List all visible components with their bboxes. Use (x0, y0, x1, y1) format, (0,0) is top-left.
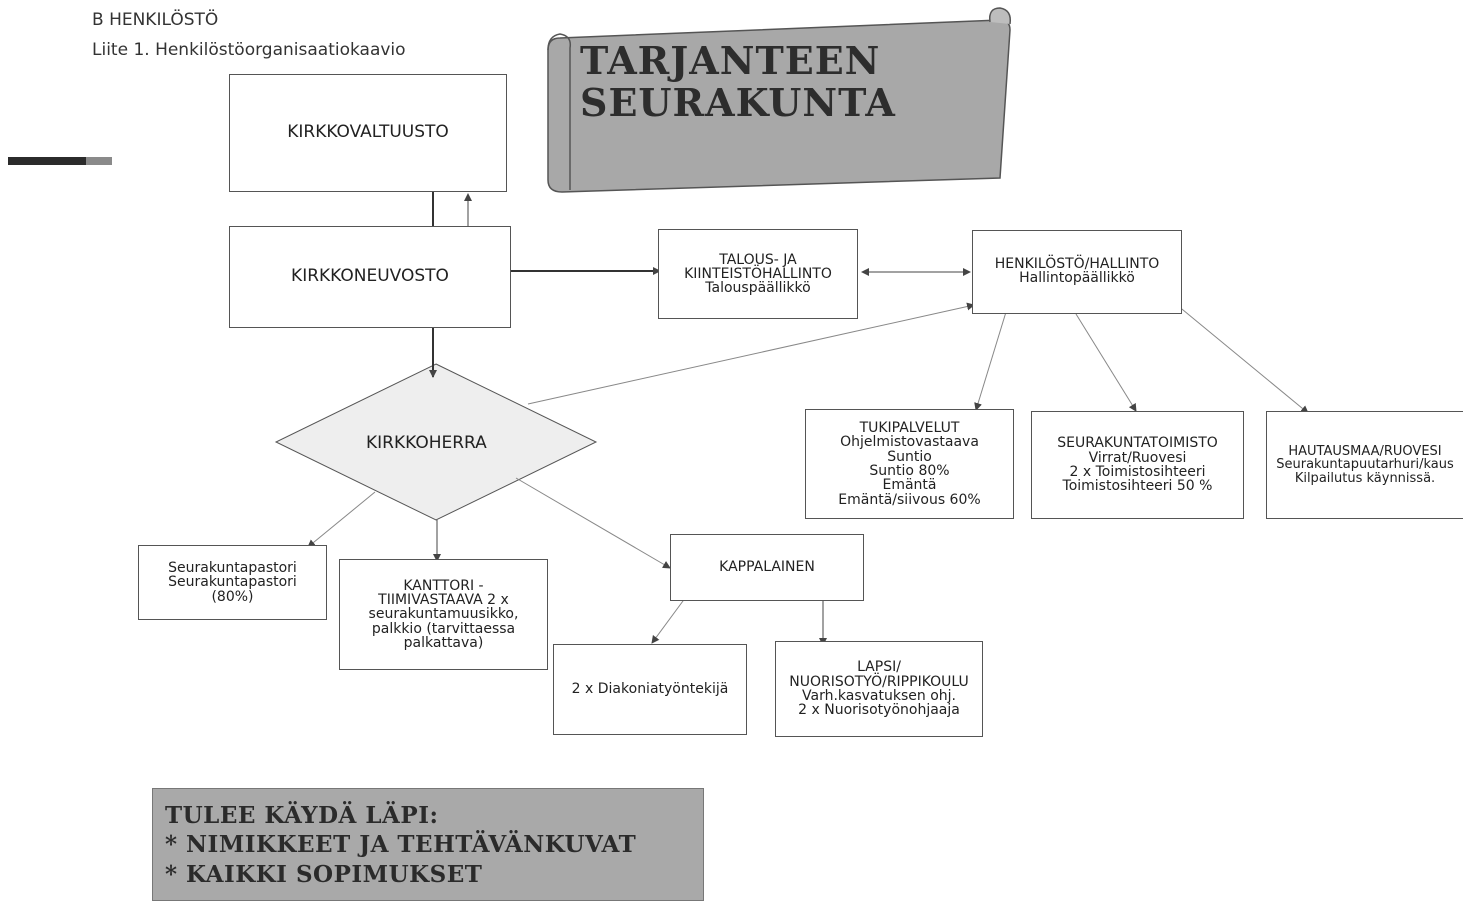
node-kappalainen: KAPPALAINEN (670, 534, 864, 601)
node-label: 2 x Nuorisotyönohjaaja (798, 702, 960, 719)
node-label: Ohjelmistovastaava (840, 434, 979, 451)
node-label: palkattava) (403, 634, 484, 651)
node-label: seurakuntamuusikko, (368, 606, 519, 623)
node-label: Varh.kasvatuksen ohj. (802, 688, 956, 704)
node-tukipalvelut: TUKIPALVELUT Ohjelmistovastaava Suntio S… (805, 409, 1014, 519)
node-label: KANTTORI - (403, 577, 484, 594)
section-heading: B HENKILÖSTÖ (92, 10, 219, 30)
node-label: HAUTAUSMAA/RUOVESI (1288, 444, 1442, 460)
node-label: KAPPALAINEN (719, 559, 815, 576)
node-label: Seurakuntapuutarhuri/kaus (1276, 457, 1454, 473)
node-henkilosto: HENKILÖSTÖ/HALLINTO Hallintopäällikkö (972, 230, 1182, 314)
node-label: Toimistosihteeri 50 % (1062, 478, 1213, 495)
node-label: KIRKKOVALTUUSTO (287, 122, 449, 143)
node-label: Virrat/Ruovesi (1088, 449, 1187, 466)
kirkkoherra-diamond (274, 363, 598, 521)
edge-kirkkoherra-kappalainen (515, 477, 671, 569)
banner-title: TARJANTEEN SEURAKUNTA (580, 40, 896, 124)
notice-line-1: TULEE KÄYDÄ LÄPI: (165, 802, 439, 829)
node-label: TALOUS- JA (719, 251, 797, 268)
banner-line-2: SEURAKUNTA (580, 79, 896, 125)
node-label: Seurakuntapastori (168, 574, 297, 591)
node-seurakuntatoimisto: SEURAKUNTATOIMISTO Virrat/Ruovesi 2 x To… (1031, 411, 1244, 519)
notice-line-2: * NIMIKKEET JA TEHTÄVÄNKUVAT (165, 831, 637, 859)
node-label: (80%) (211, 588, 254, 605)
node-label: Seurakuntapastori (168, 560, 297, 577)
node-label: Talouspäällikkö (705, 280, 811, 297)
node-label: Suntio 80% (869, 463, 950, 479)
node-hautausmaa: HAUTAUSMAA/RUOVESI Seurakuntapuutarhuri/… (1266, 411, 1463, 519)
node-label: Emäntä (882, 477, 937, 494)
edge-henkilosto-tukipalvelut (974, 311, 1007, 411)
kirkkoherra-label: KIRKKOHERRA (366, 433, 487, 453)
node-label: Emäntä/siivous 60% (838, 491, 981, 508)
node-label: Suntio (887, 448, 932, 465)
node-label: TUKIPALVELUT (859, 420, 960, 437)
node-label: HENKILÖSTÖ/HALLINTO (994, 256, 1160, 272)
node-lapsi-nuorisotyo: LAPSI/ NUORISOTYÖ/RIPPIKOULU Varh.kasvat… (775, 641, 983, 737)
node-kirkkoneuvosto: KIRKKONEUVOSTO (229, 226, 511, 328)
node-label: TIIMIVASTAAVA 2 x (378, 592, 509, 609)
edge-henkilosto-toimisto (1075, 313, 1137, 412)
banner-scroll (547, 7, 1012, 193)
node-label: palkkio (tarvittaessa (371, 620, 516, 637)
review-notice: TULEE KÄYDÄ LÄPI: * NIMIKKEET JA TEHTÄVÄ… (152, 788, 704, 901)
edge-henkilosto-hautausmaa (1159, 290, 1309, 414)
node-label: KIINTEISTÖHALLINTO (684, 265, 832, 282)
node-label: KIRKKONEUVOSTO (291, 266, 449, 287)
node-kanttori: KANTTORI - TIIMIVASTAAVA 2 x seurakuntam… (339, 559, 548, 670)
node-label: SEURAKUNTATOIMISTO (1057, 435, 1218, 452)
node-seurakuntapastori: Seurakuntapastori Seurakuntapastori (80%… (138, 545, 327, 620)
banner-line-1: TARJANTEEN (580, 38, 881, 83)
decorative-bar (8, 157, 112, 165)
edge-kirkkoherra-henkilosto (527, 302, 975, 405)
node-label: NUORISOTYÖ/RIPPIKOULU (789, 673, 969, 690)
node-diakonia: 2 x Diakoniatyöntekijä (553, 644, 747, 735)
node-label: Kilpailutus käynnissä. (1294, 470, 1436, 486)
appendix-title: Liite 1. Henkilöstöorganisaatiokaavio (92, 40, 406, 60)
edge-kirkkoherra-pastori (307, 491, 376, 548)
node-label: 2 x Diakoniatyöntekijä (571, 681, 729, 698)
node-kirkkovaltuusto: KIRKKOVALTUUSTO (229, 74, 507, 192)
node-label: Hallintopäällikkö (1019, 270, 1135, 287)
notice-line-3: * KAIKKI SOPIMUKSET (165, 860, 483, 888)
node-label: 2 x Toimistosihteeri (1069, 464, 1206, 480)
node-talous: TALOUS- JA KIINTEISTÖHALLINTO Talouspääl… (658, 229, 858, 319)
node-label: LAPSI/ (857, 659, 901, 676)
